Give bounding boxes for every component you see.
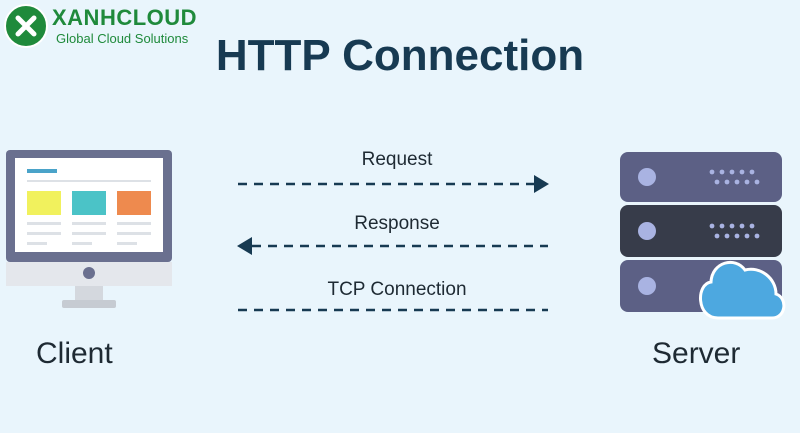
- request-label: Request: [361, 149, 433, 170]
- cloud-icon: [699, 260, 786, 320]
- brand-name: XANHCLOUD: [52, 5, 198, 30]
- logo-badge: [4, 4, 48, 48]
- x-logo-icon: [15, 15, 37, 37]
- request-arrow: [238, 175, 549, 193]
- brand-tagline: Global Cloud Solutions: [56, 31, 189, 46]
- server-rack-icon: [620, 152, 786, 320]
- brand-logo: XANHCLOUD Global Cloud Solutions: [4, 4, 204, 48]
- tcp-connection-label: TCP Connection: [327, 279, 467, 300]
- client-computer-icon: [6, 150, 172, 308]
- response-arrow: [237, 237, 548, 255]
- response-label: Response: [354, 213, 440, 234]
- page-title: HTTP Connection: [215, 31, 585, 80]
- client-label: Client: [36, 337, 113, 370]
- server-label: Server: [652, 337, 741, 370]
